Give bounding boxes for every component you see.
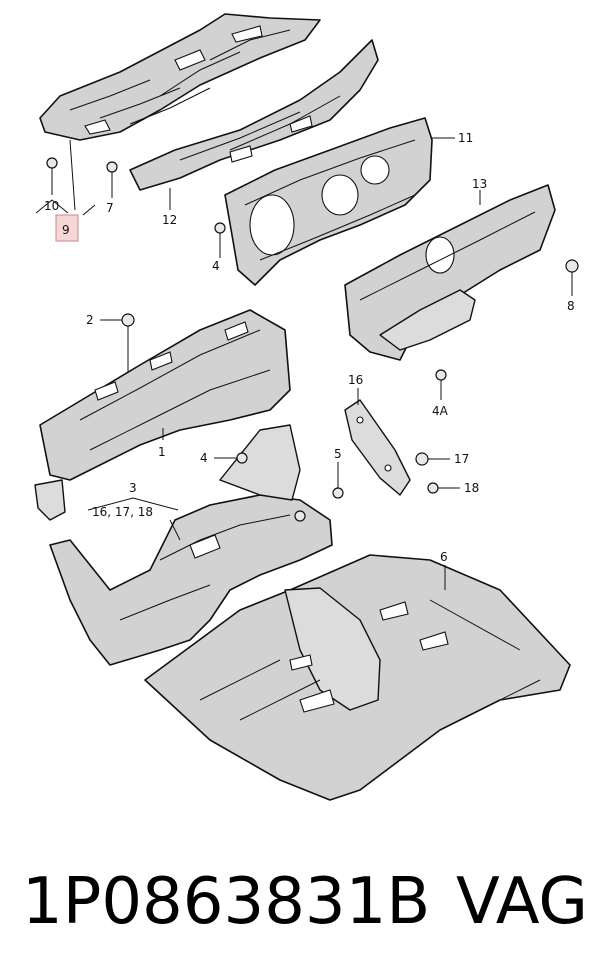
callout-10: 10 [44,199,59,213]
fastener-17[interactable] [415,452,429,466]
callout-17: 17 [454,452,469,466]
callout-12: 12 [162,213,177,227]
fastener-8[interactable] [565,259,579,273]
fastener-10[interactable] [46,157,58,169]
tunnel-insulation[interactable] [49,424,333,666]
callout-3: 3 [129,481,137,495]
fastener-tunnel[interactable] [294,510,306,522]
callout-13: 13 [472,177,487,191]
fastener-5[interactable] [332,487,344,499]
callout-2: 2 [86,313,94,327]
highlight-box-9 [55,214,79,242]
callout-4-lower: 4 [200,451,208,465]
brand-name: VAG [456,865,588,939]
floor-carpet[interactable] [144,554,571,801]
part-number: 1P0863831B [22,865,431,939]
plenum-cover[interactable] [129,39,379,191]
fastener-2[interactable] [121,313,135,327]
callout-8: 8 [567,299,575,313]
fastener-18[interactable] [427,482,439,494]
callout-6: 6 [440,550,448,564]
leader-lines [35,137,573,590]
callout-5: 5 [334,447,342,461]
fastener-4-lower[interactable] [236,452,248,464]
footer: 1P0863831B VAG [0,852,600,952]
parts-diagram: 10 7 9 12 4 11 13 8 2 16 4A 1 4 5 17 18 … [34,13,579,801]
dash-panel-trim[interactable] [34,309,291,521]
callout-9: 9 [62,223,70,237]
bracket[interactable] [344,399,411,496]
callout-3-subitems: 16, 17, 18 [92,505,153,519]
bulkhead-insulation[interactable] [224,117,433,286]
callout-18: 18 [464,481,479,495]
fastener-7[interactable] [106,161,118,173]
callout-1: 1 [158,445,166,459]
callout-4A: 4A [432,404,449,418]
insulation-mat-upper[interactable] [39,13,321,141]
dash-insulation[interactable] [344,184,556,361]
callout-16: 16 [348,373,363,387]
callout-4-upper: 4 [212,259,220,273]
fastener-4a[interactable] [435,369,447,381]
callout-7: 7 [106,201,114,215]
fastener-4-upper[interactable] [214,222,226,234]
callout-11: 11 [458,131,473,145]
